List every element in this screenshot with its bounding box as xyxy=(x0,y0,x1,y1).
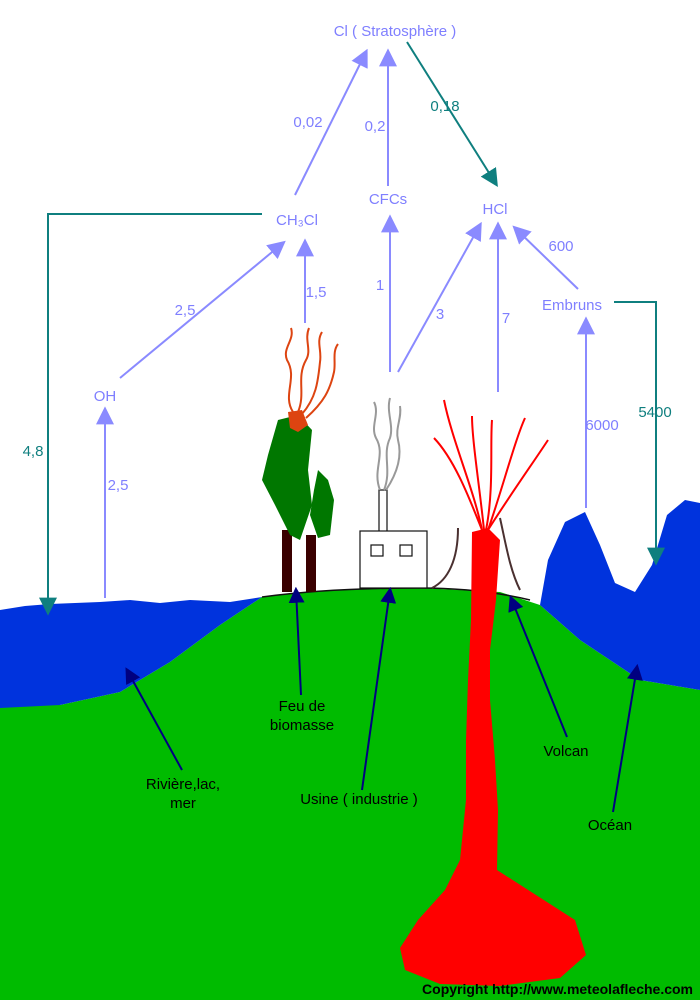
label-river-lake-sea-line1: Rivière,lac, xyxy=(146,776,220,793)
lava-chamber xyxy=(400,528,586,986)
river-lake-sea xyxy=(0,597,262,708)
tree-trunk xyxy=(306,535,316,592)
label-volcano: Volcan xyxy=(543,743,588,760)
arrow-factory-to-hcl xyxy=(397,221,482,373)
label-river-lake-sea: Rivière,lac, mer xyxy=(146,776,220,812)
biomass-fire-trees xyxy=(262,327,339,592)
flux-cl-to-hcl: 0,18 xyxy=(430,98,459,115)
volcano-eruption xyxy=(433,399,549,531)
factory-window xyxy=(370,544,384,557)
label-river-lake-sea-line2: mer xyxy=(170,795,196,812)
fire-flames xyxy=(284,327,339,419)
arrow-ch3cl-to-water xyxy=(39,213,262,616)
flux-arrows xyxy=(96,48,595,598)
tree-foliage xyxy=(310,470,334,538)
flux-embruns-to-ocean: 5400 xyxy=(638,404,671,421)
pointer-arrows xyxy=(125,586,643,813)
volcano xyxy=(400,399,586,986)
node-cfcs: CFCs xyxy=(369,191,407,208)
node-oh: OH xyxy=(94,388,117,405)
flux-volcano-to-hcl: 7 xyxy=(502,310,510,327)
pointer-factory xyxy=(361,586,397,791)
flux-ch3cl-to-water: 4,8 xyxy=(23,443,44,460)
arrow-oh-to-ch3cl xyxy=(119,240,286,379)
flux-factory-to-hcl: 3 xyxy=(436,306,444,323)
label-biomass-fire-line2: biomasse xyxy=(270,717,334,734)
ocean-water xyxy=(540,500,700,690)
pointer-volcano xyxy=(508,595,568,738)
volcano-cone xyxy=(431,517,521,591)
tree-foliage xyxy=(262,415,312,540)
node-hcl: HCl xyxy=(483,201,508,218)
flux-water-to-oh: 2,5 xyxy=(108,477,129,494)
copyright-notice: Copyright http://www.meteolafleche.com xyxy=(422,981,693,997)
node-cl-stratosphere: Cl ( Stratosphère ) xyxy=(334,23,457,40)
flux-ocean-to-embruns: 6000 xyxy=(585,417,618,434)
flux-oh-to-ch3cl: 2,5 xyxy=(175,302,196,319)
label-ocean: Océan xyxy=(588,817,632,834)
flux-embruns-to-hcl: 600 xyxy=(548,238,573,255)
factory-smoke xyxy=(373,397,402,491)
pointer-ocean xyxy=(612,663,643,813)
flux-factory-to-cfcs: 1 xyxy=(376,277,384,294)
pointer-fire xyxy=(288,586,305,696)
flux-fire-to-ch3cl: 1,5 xyxy=(306,284,327,301)
teal-flux-arrows xyxy=(39,41,665,616)
arrow-ch3cl-to-cl xyxy=(294,48,368,196)
label-biomass-fire: Feu de biomasse xyxy=(270,698,334,734)
fire-glow xyxy=(288,410,308,432)
tree-trunk xyxy=(282,530,292,592)
arrow-embruns-to-hcl xyxy=(512,225,579,290)
node-ch3cl: CH₃Cl xyxy=(276,212,318,229)
label-biomass-fire-line1: Feu de xyxy=(279,698,326,715)
flux-ch3cl-to-cl: 0,02 xyxy=(293,114,322,131)
flux-cfcs-to-cl: 0,2 xyxy=(365,118,386,135)
arrow-cl-to-hcl xyxy=(406,41,498,188)
label-factory: Usine ( industrie ) xyxy=(300,791,418,808)
factory xyxy=(359,397,428,589)
node-embruns: Embruns xyxy=(542,297,602,314)
factory-window xyxy=(399,544,413,557)
pointer-water xyxy=(125,667,183,771)
factory-building xyxy=(359,530,428,589)
factory-chimney xyxy=(378,489,388,533)
arrow-embruns-to-ocean xyxy=(614,301,665,566)
